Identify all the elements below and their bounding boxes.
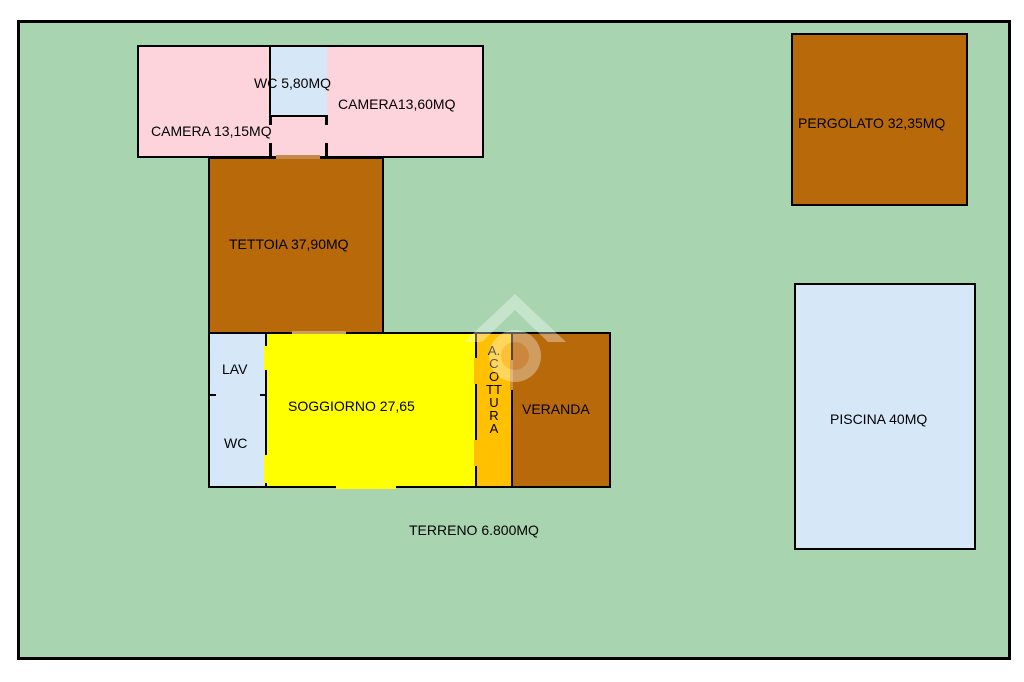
door-opening (510, 360, 513, 390)
door-opening (264, 455, 267, 483)
door-opening (474, 358, 477, 384)
pergolato-area (791, 33, 968, 206)
camera-right-room (327, 45, 484, 158)
camera-bridge (271, 117, 327, 158)
camera-left-room (137, 45, 272, 158)
wc-top-label: WC 5,80MQ (254, 75, 332, 91)
wc-bottom-room (208, 396, 267, 488)
lav-label: LAV (222, 361, 248, 377)
door-opening (292, 331, 346, 334)
lav-room (208, 332, 267, 396)
partition-wall (325, 115, 328, 125)
partition-wall (325, 143, 328, 158)
veranda-label: VERANDA (522, 401, 590, 417)
wc-top-room (269, 45, 329, 117)
door-opening (336, 486, 396, 489)
camera-right-label: CAMERA13,60MQ (338, 96, 456, 112)
watermark-logo (464, 294, 566, 382)
wc-bottom-label: WC (224, 435, 248, 451)
tettoia-label: TETTOIA 37,90MQ (229, 236, 349, 252)
piscina-area (794, 283, 976, 550)
door-opening (264, 346, 267, 370)
veranda-area (511, 332, 611, 488)
door-opening (276, 155, 320, 159)
soggiorno-label: SOGGIORNO 27,65 (288, 398, 415, 414)
partition-wall (269, 143, 272, 158)
pergolato-label: PERGOLATO 32,35MQ (798, 115, 946, 131)
a-cottura-label: A. COTTURA (486, 344, 502, 436)
camera-left-label: CAMERA 13,15MQ (151, 123, 272, 139)
piscina-label: PISCINA 40MQ (830, 411, 928, 427)
partition-wall (269, 115, 272, 125)
partition-wall (260, 394, 266, 396)
terreno-label: TERRENO 6.800MQ (409, 522, 539, 538)
door-opening (474, 440, 477, 466)
partition-wall (210, 394, 216, 396)
